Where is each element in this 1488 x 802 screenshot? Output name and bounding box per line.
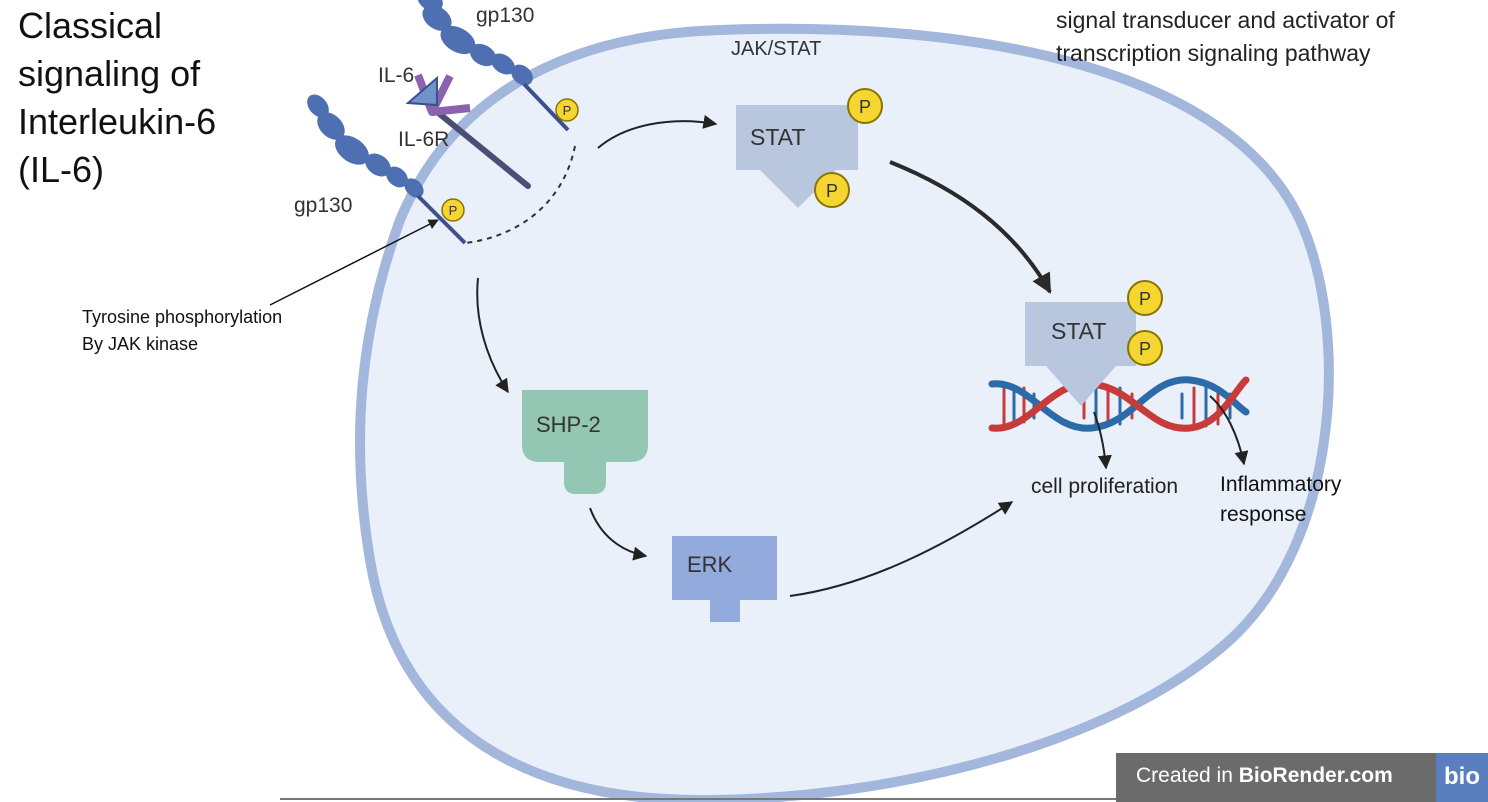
svg-text:P: P bbox=[1139, 339, 1151, 359]
title-line-3: Interleukin-6 bbox=[18, 101, 217, 142]
biorender-badge[interactable]: Created in BioRender.com bio bbox=[1116, 753, 1488, 802]
title-line-4: (IL-6) bbox=[18, 149, 105, 190]
diagram-title: Classical signaling of Interleukin-6 (IL… bbox=[18, 2, 216, 194]
stat-nucleus-label: STAT bbox=[1051, 318, 1107, 344]
subtitle-line-1: signal transducer and activator of bbox=[1056, 7, 1395, 33]
arrow-receptor-to-stat bbox=[597, 114, 718, 149]
dna-helix bbox=[988, 376, 1250, 432]
annotation-line-1: Tyrosine phosphorylation bbox=[82, 307, 283, 327]
svg-text:P: P bbox=[859, 97, 871, 117]
shp2-label: SHP-2 bbox=[536, 412, 601, 437]
phosphate-stat-nuc-1: P bbox=[1127, 280, 1163, 316]
inflammatory-line-1: Inflammatory bbox=[1220, 473, 1342, 496]
il6-ligand bbox=[405, 75, 438, 107]
phosphate-receptor-bottom: P bbox=[441, 198, 465, 222]
cell-proliferation-label: cell proliferation bbox=[1031, 475, 1179, 498]
phosphate-receptor-top: P bbox=[555, 98, 579, 122]
title-line-1: Classical bbox=[18, 5, 163, 46]
cell-membrane bbox=[355, 23, 1334, 802]
jak-stat-label: JAK/STAT bbox=[731, 38, 822, 60]
il6-receptor bbox=[414, 73, 531, 189]
inflammatory-response-label: Inflammatory response bbox=[1220, 470, 1341, 530]
arrow-dna-to-proliferation bbox=[1093, 411, 1112, 470]
biorender-credit: Created in BioRender.com bbox=[1136, 764, 1393, 788]
gp130-top-receptor bbox=[417, 0, 570, 132]
inflammatory-line-2: response bbox=[1220, 503, 1307, 526]
shp2-shape bbox=[522, 390, 648, 494]
stat-nucleus-shape bbox=[1025, 302, 1136, 406]
stat-cytoplasm-label: STAT bbox=[750, 124, 806, 150]
phosphorylation-annotation: Tyrosine phosphorylation By JAK kinase bbox=[82, 304, 282, 358]
credit-brand: BioRender.com bbox=[1238, 764, 1393, 787]
subtitle-line-2: transcription signaling pathway bbox=[1056, 40, 1371, 66]
erk-shape bbox=[672, 536, 777, 622]
arrow-shp2-to-erk bbox=[589, 507, 648, 561]
gp130-bottom-label: gp130 bbox=[294, 194, 353, 217]
svg-text:P: P bbox=[449, 203, 458, 218]
gp130-top-label: gp130 bbox=[476, 4, 535, 27]
stat-cytoplasm-shape bbox=[736, 105, 858, 208]
arrow-stat-to-nucleus bbox=[889, 160, 1052, 294]
il6-label: IL-6 bbox=[378, 64, 415, 87]
erk-label: ERK bbox=[687, 552, 733, 577]
arrow-receptor-to-shp2 bbox=[476, 277, 509, 394]
svg-text:P: P bbox=[563, 103, 572, 118]
pathway-description: signal transducer and activator of trans… bbox=[1056, 4, 1395, 70]
phosphate-stat-cyto-2: P bbox=[814, 172, 850, 208]
arrow-erk-to-proliferation bbox=[789, 501, 1014, 597]
il6r-label: IL-6R bbox=[398, 128, 450, 151]
svg-text:P: P bbox=[826, 181, 838, 201]
annotation-arrow bbox=[269, 219, 439, 306]
gp130-bottom-receptor bbox=[307, 94, 467, 245]
biorender-logo: bio bbox=[1436, 753, 1488, 802]
jak-dotted-link bbox=[464, 145, 576, 244]
arrow-dna-to-inflammatory bbox=[1209, 395, 1249, 466]
phosphate-stat-nuc-2: P bbox=[1127, 330, 1163, 366]
phosphate-stat-cyto-1: P bbox=[847, 88, 883, 124]
svg-text:P: P bbox=[1139, 289, 1151, 309]
annotation-line-2: By JAK kinase bbox=[82, 334, 199, 354]
title-line-2: signaling of bbox=[18, 53, 201, 94]
credit-prefix: Created in bbox=[1136, 764, 1233, 787]
